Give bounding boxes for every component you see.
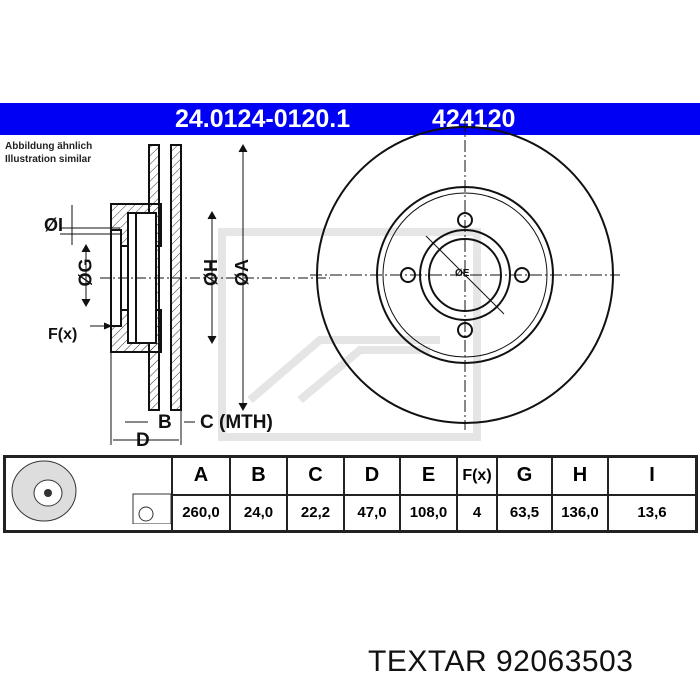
- measure-icon: [132, 493, 172, 525]
- header-bar: 24.0124-0120.1 424120: [0, 103, 700, 135]
- value-D: 47,0: [343, 493, 401, 533]
- dimension-lines: [60, 143, 330, 445]
- header-G: G: [496, 455, 553, 496]
- ate-watermark: [218, 228, 481, 441]
- value-B: 24,0: [229, 493, 288, 533]
- value-A: 260,0: [171, 493, 231, 533]
- header-F: F(x): [456, 455, 498, 496]
- value-F: 4: [456, 493, 498, 533]
- illustration-note: Abbildung ähnlich Illustration similar: [5, 140, 92, 166]
- header-C: C: [286, 455, 345, 496]
- note-en: Illustration similar: [5, 154, 92, 165]
- header-H: H: [551, 455, 609, 496]
- label-A: ØA: [232, 259, 252, 286]
- footer-brand-part: TEXTAR 92063503: [368, 645, 634, 678]
- disc-front-view: [310, 120, 620, 430]
- label-H: ØH: [201, 259, 221, 286]
- value-C: 22,2: [286, 493, 345, 533]
- header-I: I: [607, 455, 698, 496]
- label-F: F(x): [48, 326, 78, 343]
- dimensions-table: A B C D E F(x) G H I 260,0 24,0 22,2 47,…: [3, 455, 698, 533]
- value-I: 13,6: [607, 493, 698, 533]
- label-B: B: [158, 412, 172, 433]
- label-C: C (MTH): [200, 412, 273, 433]
- label-E: ØE: [455, 268, 470, 279]
- label-D: D: [136, 430, 150, 451]
- disc-image-cell: [3, 455, 173, 533]
- header-B: B: [229, 455, 288, 496]
- label-I: ØI: [44, 215, 64, 235]
- value-E: 108,0: [399, 493, 458, 533]
- technical-drawing: [60, 120, 620, 445]
- value-H: 136,0: [551, 493, 609, 533]
- note-de: Abbildung ähnlich: [5, 141, 93, 152]
- disc-thumbnail-icon: [11, 460, 172, 525]
- part-number: 24.0124-0120.1: [175, 105, 351, 133]
- value-G: 63,5: [496, 493, 553, 533]
- header-E: E: [399, 455, 458, 496]
- label-G: ØG: [75, 258, 96, 287]
- header-D: D: [343, 455, 401, 496]
- header-A: A: [171, 455, 231, 496]
